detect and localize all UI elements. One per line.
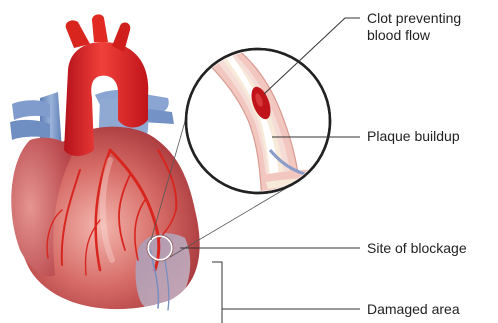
leader-damaged-bracket (212, 262, 222, 323)
clot-label-line1: Clot preventing (367, 10, 461, 27)
common-carotid-artery (92, 14, 108, 42)
plaque-label: Plaque buildup (367, 128, 460, 145)
magnifier-circle (180, 45, 340, 200)
damaged-area (136, 233, 191, 311)
artery-cross-section (180, 45, 340, 200)
clot-label: Clot preventing blood flow (367, 10, 461, 44)
blockage-site-label: Site of blockage (367, 240, 467, 257)
heart-illustration (10, 14, 200, 311)
clot-label-line2: blood flow (367, 27, 461, 44)
brachiocephalic-artery (66, 20, 90, 48)
damaged-area-label: Damaged area (367, 301, 460, 318)
pulmonary-vein-left-lower (10, 120, 50, 140)
